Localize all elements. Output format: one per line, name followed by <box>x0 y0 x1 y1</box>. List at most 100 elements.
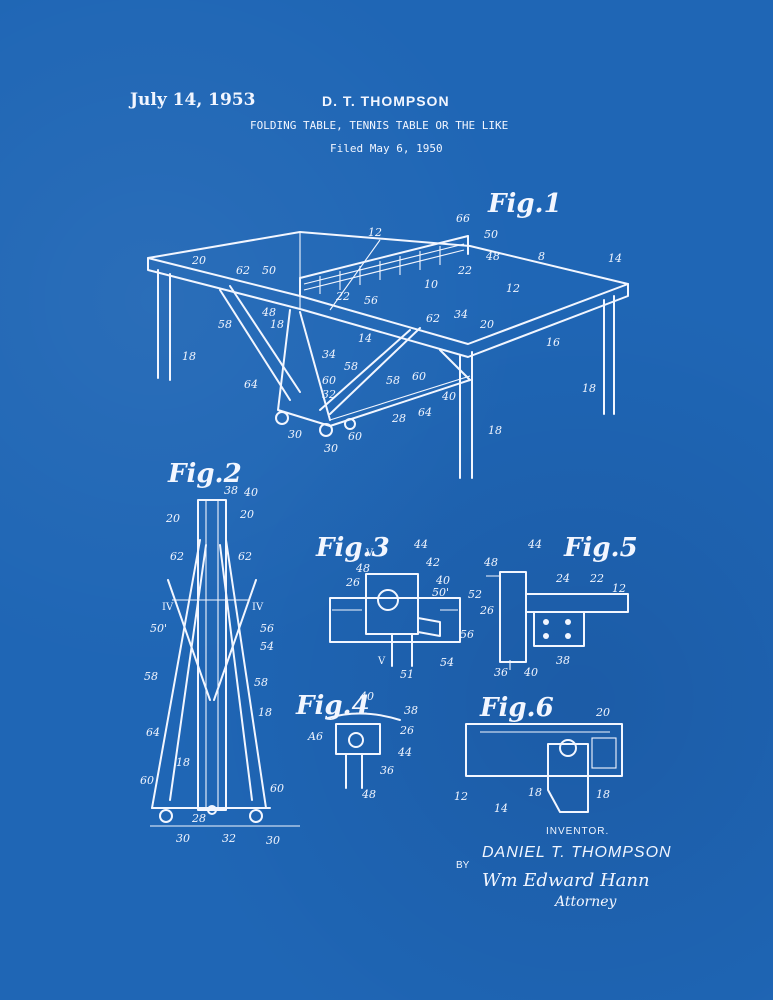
fig1-label: Fig.1 <box>487 189 562 219</box>
svg-text:44: 44 <box>397 746 412 759</box>
svg-text:20: 20 <box>595 706 610 719</box>
attorney-role: Attorney <box>555 894 617 910</box>
svg-text:32: 32 <box>322 388 336 401</box>
svg-text:50': 50' <box>150 622 167 635</box>
svg-text:IV: IV <box>252 602 264 613</box>
filed-date: Filed May 6, 1950 <box>330 142 443 155</box>
svg-text:38: 38 <box>404 704 418 717</box>
svg-text:18: 18 <box>488 424 502 437</box>
svg-text:54: 54 <box>440 656 454 669</box>
fig5-label: Fig.5 <box>563 533 638 563</box>
inventor-heading: D. T. THOMPSON <box>322 93 450 109</box>
svg-text:28: 28 <box>391 412 406 425</box>
svg-text:56: 56 <box>364 294 378 307</box>
svg-text:66: 66 <box>456 212 470 225</box>
figure-2: Fig.2 38 40 20 20 62 62 IV IV 50' 56 54 … <box>140 459 300 847</box>
patent-title: FOLDING TABLE, TENNIS TABLE OR THE LIKE <box>250 119 509 132</box>
svg-text:60: 60 <box>348 430 362 443</box>
figure-5: Fig.5 48 44 24 22 12 26 36 40 38 <box>479 533 638 679</box>
svg-text:18: 18 <box>176 756 190 769</box>
figure-3: Fig.3 V 44 48 42 26 40 50' 52 56 V 51 54 <box>315 533 482 681</box>
svg-text:62: 62 <box>238 550 252 563</box>
svg-text:48: 48 <box>361 788 376 801</box>
by-label: BY <box>456 860 470 871</box>
svg-text:62: 62 <box>426 312 440 325</box>
svg-text:22: 22 <box>457 264 472 277</box>
svg-text:A6: A6 <box>307 730 323 743</box>
svg-text:60: 60 <box>140 774 154 787</box>
svg-text:26: 26 <box>345 576 360 589</box>
svg-text:40: 40 <box>243 486 258 499</box>
fig2-label: Fig.2 <box>167 459 242 489</box>
inventor-label: INVENTOR. <box>546 826 610 837</box>
svg-text:44: 44 <box>527 538 542 551</box>
svg-text:48: 48 <box>261 306 276 319</box>
svg-text:34: 34 <box>322 348 336 361</box>
attorney-signature: Wm Edward Hann <box>482 870 650 891</box>
svg-text:8: 8 <box>538 250 545 263</box>
svg-text:28: 28 <box>191 812 206 825</box>
svg-text:62: 62 <box>236 264 250 277</box>
svg-text:20: 20 <box>479 318 494 331</box>
svg-text:36: 36 <box>494 666 508 679</box>
svg-text:18: 18 <box>270 318 284 331</box>
svg-text:18: 18 <box>182 350 196 363</box>
svg-text:40: 40 <box>441 390 456 403</box>
svg-text:60: 60 <box>270 782 284 795</box>
svg-text:32: 32 <box>222 832 236 845</box>
svg-text:48: 48 <box>485 250 500 263</box>
svg-text:38: 38 <box>224 484 238 497</box>
svg-text:58: 58 <box>218 318 232 331</box>
svg-text:12: 12 <box>454 790 468 803</box>
svg-text:58: 58 <box>144 670 158 683</box>
svg-text:30: 30 <box>324 442 338 455</box>
svg-text:40: 40 <box>523 666 538 679</box>
svg-text:20: 20 <box>191 254 206 267</box>
svg-text:56: 56 <box>260 622 274 635</box>
svg-text:64: 64 <box>418 406 432 419</box>
svg-text:10: 10 <box>424 278 438 291</box>
svg-text:48: 48 <box>355 562 370 575</box>
svg-text:52: 52 <box>468 588 482 601</box>
svg-text:20: 20 <box>165 512 180 525</box>
svg-text:14: 14 <box>608 252 622 265</box>
svg-text:18: 18 <box>596 788 610 801</box>
svg-text:12: 12 <box>506 282 520 295</box>
svg-text:50: 50 <box>484 228 498 241</box>
svg-text:48: 48 <box>483 556 498 569</box>
svg-text:22: 22 <box>335 290 350 303</box>
svg-text:62: 62 <box>170 550 184 563</box>
svg-text:30: 30 <box>266 834 280 847</box>
svg-text:22: 22 <box>589 572 604 585</box>
svg-text:12: 12 <box>612 582 626 595</box>
svg-text:51: 51 <box>400 668 414 681</box>
svg-text:54: 54 <box>260 640 274 653</box>
svg-text:IV: IV <box>162 602 174 613</box>
svg-text:58: 58 <box>386 374 400 387</box>
inventor-signature: DANIEL T. THOMPSON <box>482 844 672 861</box>
svg-text:20: 20 <box>239 508 254 521</box>
svg-text:34: 34 <box>454 308 468 321</box>
svg-text:V: V <box>365 548 374 559</box>
svg-text:58: 58 <box>344 360 358 373</box>
svg-text:40: 40 <box>359 690 374 703</box>
svg-text:36: 36 <box>380 764 394 777</box>
svg-text:12: 12 <box>368 226 382 239</box>
svg-text:60: 60 <box>322 374 336 387</box>
fig3-label: Fig.3 <box>315 533 390 563</box>
svg-text:44: 44 <box>413 538 428 551</box>
patent-date: July 14, 1953 <box>130 90 256 110</box>
svg-text:30: 30 <box>288 428 302 441</box>
svg-text:14: 14 <box>358 332 372 345</box>
figure-6: Fig.6 20 12 14 18 18 <box>454 693 623 815</box>
svg-text:60: 60 <box>412 370 426 383</box>
svg-text:40: 40 <box>435 574 450 587</box>
svg-text:18: 18 <box>258 706 272 719</box>
svg-text:50': 50' <box>432 586 449 599</box>
svg-text:24: 24 <box>555 572 570 585</box>
svg-text:50: 50 <box>262 264 276 277</box>
svg-text:58: 58 <box>254 676 268 689</box>
